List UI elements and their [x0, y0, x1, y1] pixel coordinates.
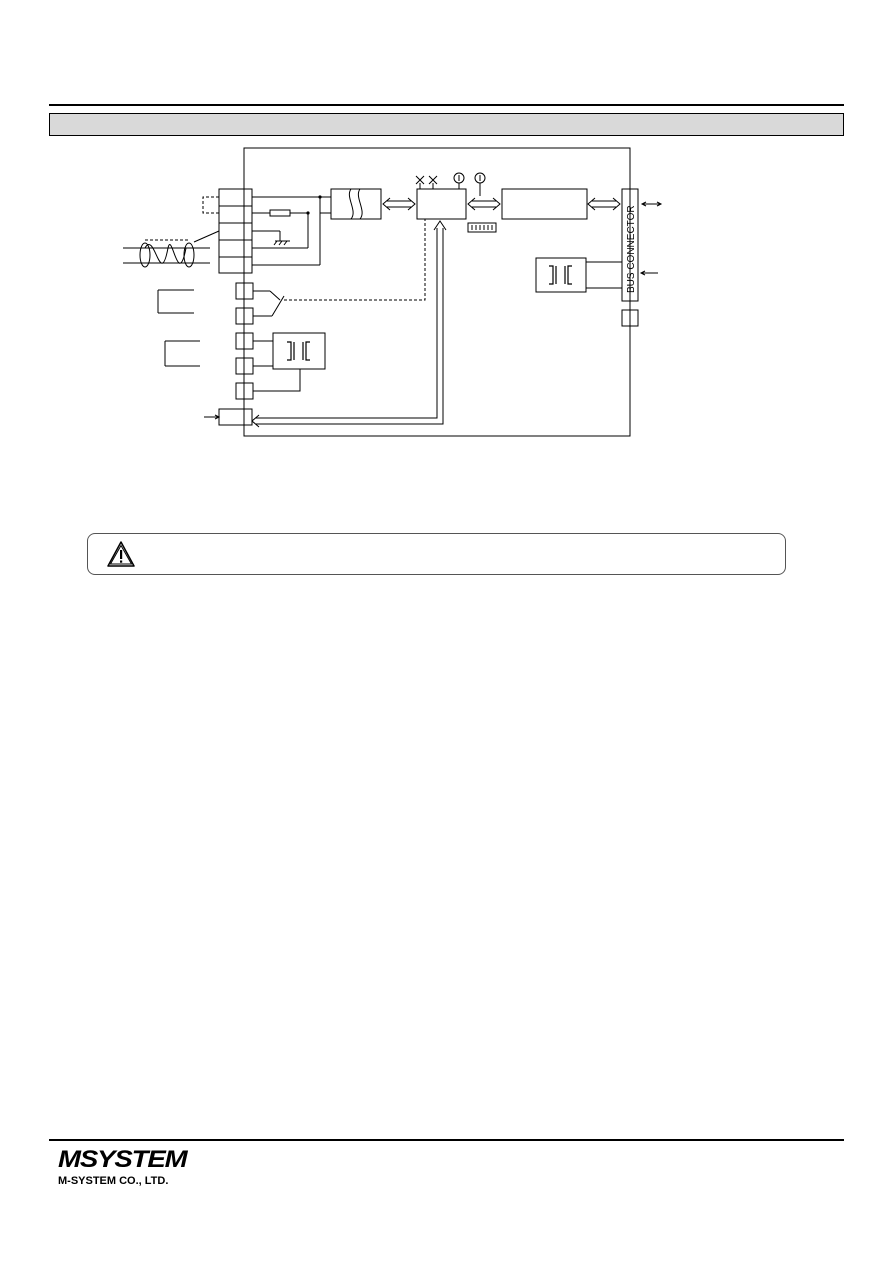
termination-resistor	[269, 209, 291, 217]
frame-ground-icon	[273, 240, 290, 246]
module-housing	[243, 147, 631, 437]
bus-connector-terminal	[621, 309, 639, 327]
switch-control-dashed	[284, 219, 426, 301]
dip-switch-icon	[467, 222, 497, 233]
bus-connector	[621, 188, 639, 302]
power-isolation-block	[272, 332, 326, 370]
company-name: M-SYSTEM CO., LTD.	[58, 1175, 169, 1187]
logo-mark: MSYSTEM	[58, 1146, 188, 1173]
isolation-transceiver	[330, 188, 382, 220]
terminal-block	[218, 188, 253, 274]
terminal-fg	[218, 408, 253, 426]
warning-box	[87, 533, 786, 575]
bidirectional-arrow	[587, 197, 621, 211]
bidirectional-arrow	[467, 197, 501, 211]
block-diagram: BUS CONNECTOR	[123, 147, 663, 437]
bottom-rule	[49, 1139, 844, 1141]
warning-triangle-icon	[107, 541, 135, 567]
controller-block	[416, 188, 467, 220]
top-rule	[49, 104, 844, 106]
isolation-symbol-icon	[287, 265, 572, 361]
section-header-bar	[49, 113, 844, 136]
company-logo: MSYSTEM M-SYSTEM CO., LTD.	[58, 1148, 188, 1188]
status-double-arrow	[251, 220, 447, 428]
shielded-cable	[123, 230, 220, 268]
jumper-dashed	[202, 196, 219, 214]
bus-connector-label: BUS CONNECTOR	[626, 205, 637, 293]
bus-interface-block	[501, 188, 588, 220]
isolated-power-block	[535, 257, 587, 293]
led-icon	[415, 175, 438, 189]
bidirectional-arrow	[382, 197, 416, 211]
